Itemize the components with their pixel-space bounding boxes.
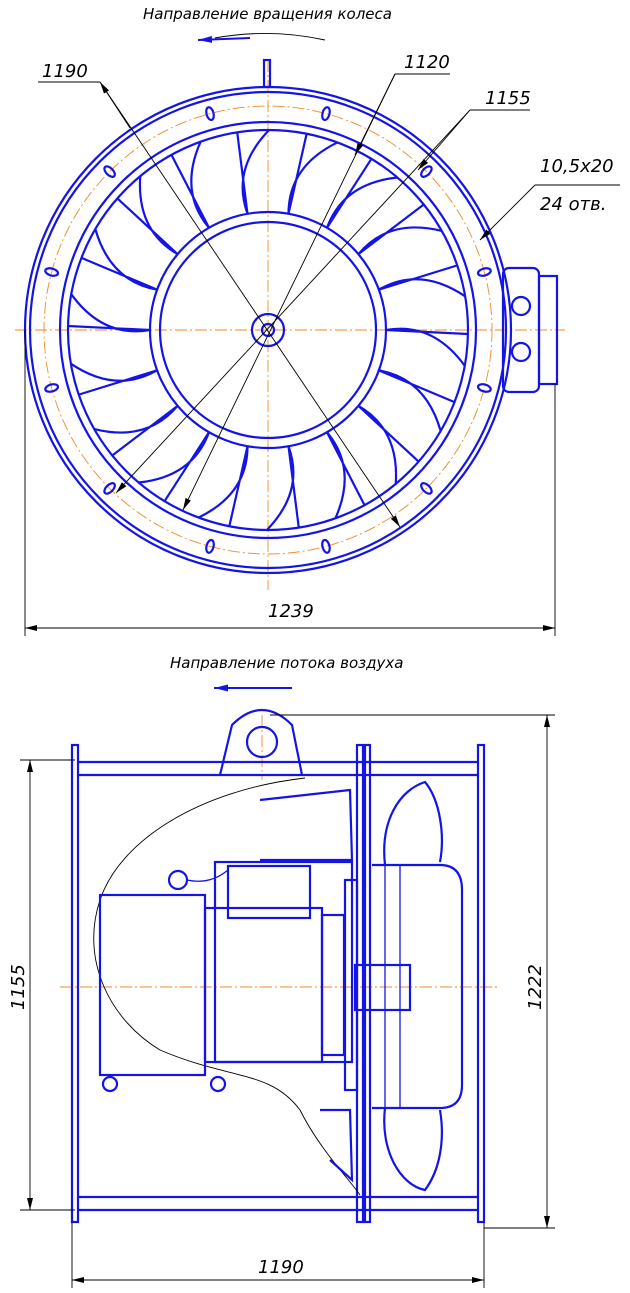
blade: [378, 369, 455, 432]
blade: [81, 228, 158, 291]
blade: [116, 176, 179, 256]
motor: [98, 860, 354, 1093]
blade: [236, 129, 270, 215]
blade: [357, 203, 443, 256]
cutaway-line: [93, 777, 361, 1196]
blade: [67, 293, 151, 333]
housing-inner-circle: [58, 120, 478, 540]
blade: [287, 133, 338, 215]
blade: [198, 445, 249, 527]
impeller-blades: [67, 129, 469, 531]
shaft-circle: [250, 312, 286, 348]
rotation-arrow-icon: [197, 35, 251, 43]
blade: [378, 264, 466, 298]
mounting-hole: [476, 383, 492, 393]
mounting-hole: [103, 165, 116, 178]
housing-flange-circle: [28, 90, 508, 570]
dim-1222-label: 1222: [525, 964, 546, 1010]
dim-1155-side-label: 1155: [8, 964, 29, 1010]
side-view: Направление потока воздуха: [8, 654, 555, 1288]
terminal-box: [501, 266, 559, 394]
blade: [93, 404, 179, 457]
hub-inner-circle: [158, 220, 378, 440]
blade: [266, 445, 300, 531]
blade: [385, 327, 469, 367]
dim-1190-label: 1190: [42, 61, 88, 82]
blade: [170, 141, 210, 229]
blade: [325, 158, 398, 229]
blade: [138, 431, 211, 502]
airflow-direction-label: Направление потока воздуха: [170, 654, 403, 672]
mounting-hole: [44, 267, 60, 277]
front-view: Направление вращения колеса: [15, 5, 620, 636]
holes-count-label: 24 отв.: [540, 194, 606, 215]
blade: [357, 404, 420, 484]
dim-1239-label: 1239: [268, 601, 314, 622]
mounting-hole: [205, 106, 215, 122]
impeller-side: [259, 780, 464, 1192]
rotation-direction-label: Направление вращения колеса: [143, 5, 392, 23]
diameter-leaders: [38, 73, 620, 528]
blade: [70, 362, 158, 396]
top-tab: [262, 58, 272, 89]
mounting-hole: [44, 383, 60, 393]
mounting-hole: [420, 482, 433, 495]
mounting-hole: [205, 538, 215, 554]
mounting-hole: [321, 538, 331, 554]
blade: [326, 431, 366, 519]
dim-1120-label: 1120: [404, 52, 450, 73]
dim-1155-label: 1155: [485, 88, 531, 109]
bolt-circle: [43, 105, 493, 555]
housing-side: [70, 709, 486, 1224]
mounting-hole: [476, 267, 492, 277]
dim-1190-side-label: 1190: [258, 1257, 304, 1278]
holes-size-label: 10,5x20: [540, 156, 614, 177]
mounting-hole: [103, 482, 116, 495]
mounting-hole: [321, 106, 331, 122]
rotation-arc: [214, 33, 326, 41]
